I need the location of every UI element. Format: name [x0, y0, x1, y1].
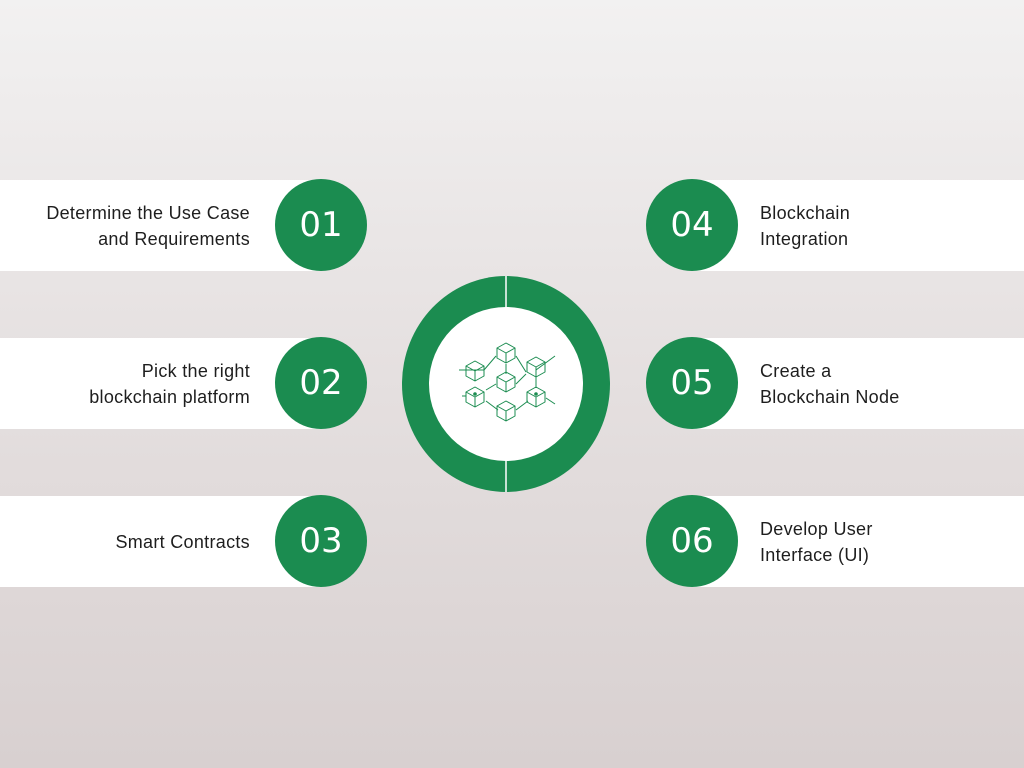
step-03-label: Smart Contracts [115, 531, 250, 552]
step-03: Smart Contracts 03 [0, 495, 367, 587]
step-05-label: Create a Blockchain Node [760, 360, 900, 407]
step-02-number: 02 [275, 337, 367, 429]
hub-ring [402, 276, 610, 492]
step-01-label: Determine the Use Case and Requirements [46, 202, 250, 249]
step-01-number: 01 [275, 179, 367, 271]
blockchain-network-icon [459, 342, 556, 422]
step-02-label: Pick the right blockchain platform [89, 360, 250, 407]
step-06-number: 06 [646, 495, 738, 587]
step-04-label: Blockchain Integration [760, 202, 851, 249]
step-01: Determine the Use Case and Requirements … [0, 179, 367, 271]
step-02: Pick the right blockchain platform 02 [0, 337, 367, 429]
step-06-label: Develop User Interface (UI) [760, 518, 873, 565]
step-04-number: 04 [646, 179, 738, 271]
step-03-number: 03 [275, 495, 367, 587]
center-hub [402, 276, 610, 492]
step-05-number: 05 [646, 337, 738, 429]
step-06: 06 Develop User Interface (UI) [646, 495, 1024, 587]
step-05: 05 Create a Blockchain Node [646, 337, 1024, 429]
step-04: 04 Blockchain Integration [646, 179, 1024, 271]
